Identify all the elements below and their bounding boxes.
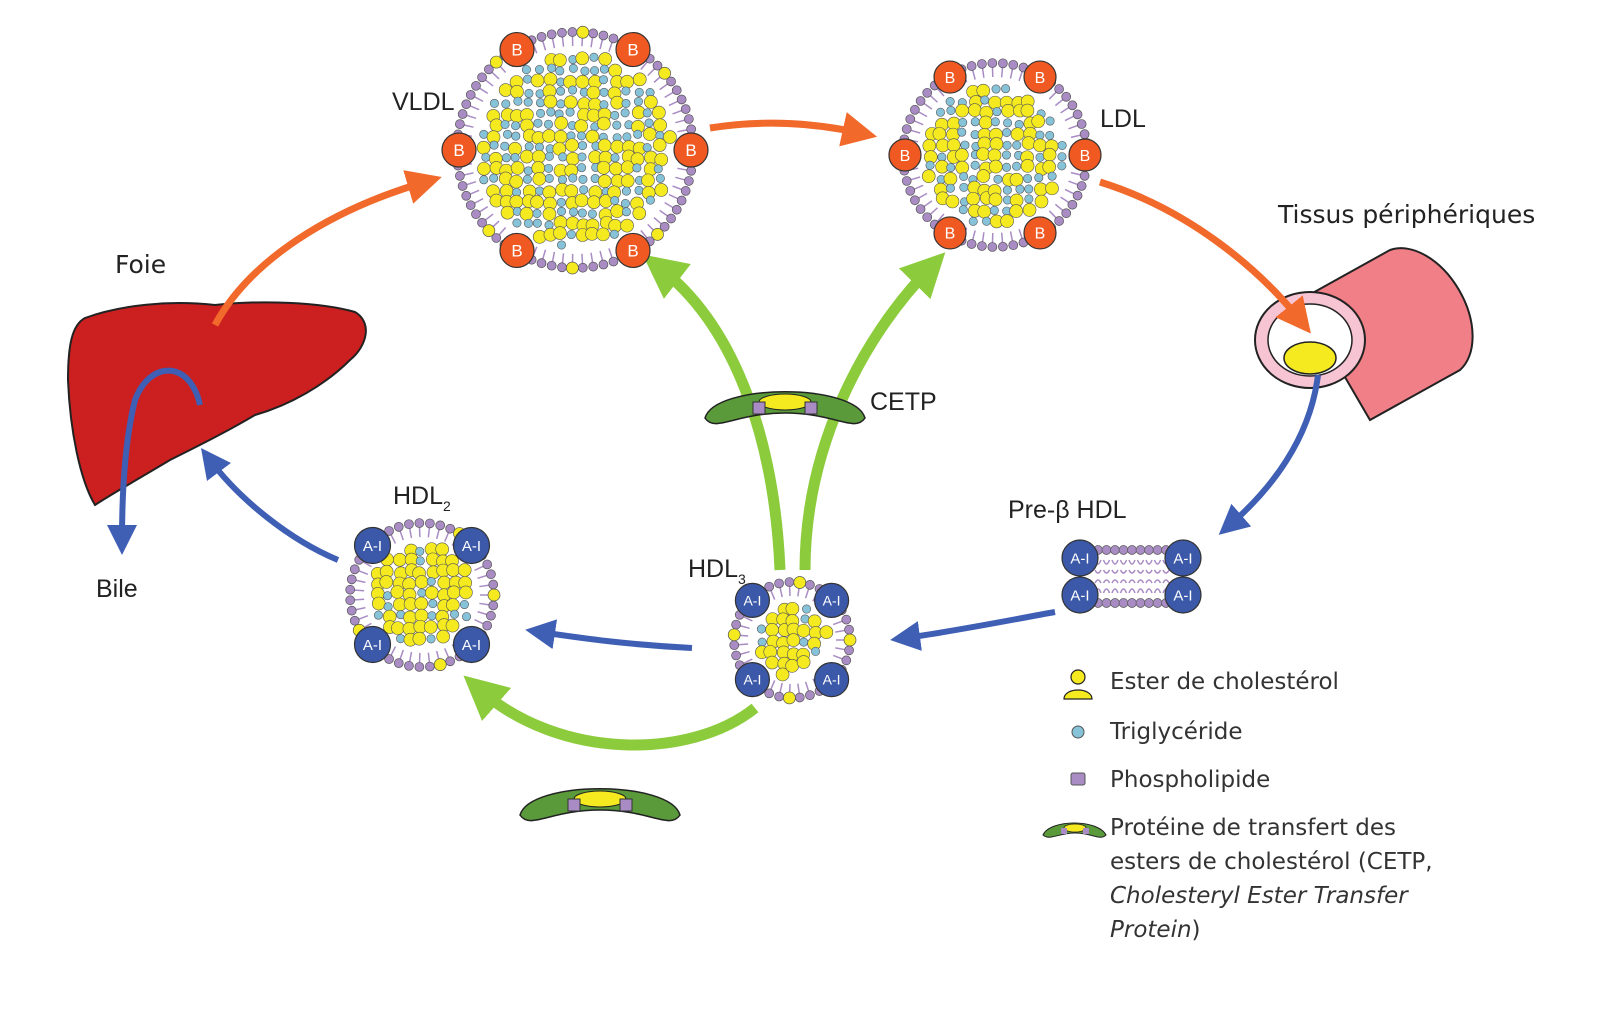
legend-label-triglyceride: Triglycéride [1110,715,1243,749]
vldl-particle-apo-1: B [616,33,650,67]
prebeta-hdl-label: Pre-β HDL [1008,496,1127,525]
liver-shape [68,302,366,505]
arrow-hdl3-to-hdl2 [540,632,692,648]
bile-label: Bile [96,575,138,604]
vldl-particle-apo-4-label: B [453,141,464,160]
vldl-particle-apo-2-label: B [511,41,522,60]
prebeta-hdl-particle: A-I A-I A-I A-I [1062,540,1201,613]
ldl-particle: B B B B B B [889,59,1101,252]
ldl-particle-apo-1: B [1024,61,1056,93]
prebeta-hdl-apo-4-label: A-I [1173,587,1192,604]
vldl-label: VLDL [392,88,455,117]
vldl-particle-apo-4: B [442,133,476,167]
vldl-particle-apo-1-label: B [627,41,638,60]
vldl-particle-apo-5: B [616,233,650,267]
prebeta-hdl-apo-3-label: A-I [1070,587,1089,604]
legend-label-cetp-line2: esters de cholestérol (CETP, [1110,845,1433,879]
ldl-particle-apo-5-label: B [1035,226,1046,243]
arrow-tissues-to-prebeta [1230,375,1318,525]
ldl-particle-apo-2: B [934,61,966,93]
legend-label-cetp-line3: Cholesteryl Ester Transfer [1110,883,1408,909]
vldl-particle-apo-6-label: B [511,242,522,261]
arrow-hdl2-to-liver [210,460,338,560]
hdl2-particle-apo-1: A-I [453,528,489,564]
ldl-label: LDL [1100,105,1146,134]
ldl-particle-apo-3-label: B [1080,148,1091,165]
vldl-particle-apo-5-label: B [627,242,638,261]
arrow-prebeta-to-hdl3 [905,612,1055,638]
prebeta-hdl-apo-1-label: A-I [1070,550,1089,567]
arrow-vldl-to-ldl [710,123,860,133]
vldl-particle-apo-3-label: B [685,141,696,160]
ldl-particle-apo-4: B [889,139,921,171]
vldl-particle: B B B B B B [442,26,708,274]
hdl3-label-sub: 3 [738,571,746,587]
legend-label-phospholipid: Phospholipide [1110,763,1270,797]
prebeta-hdl-apo-2-label: A-I [1173,550,1192,567]
hdl3-particle-apo-4: A-I [735,663,769,697]
arrow-hdl3-to-ldl [805,268,930,570]
arrow-hdl3-to-hdl2-cetp [480,690,755,745]
hdl3-particle-apo-4-label: A-I [743,672,761,688]
legend-item-cholesterol-ester: Ester de cholestérol [1040,665,1339,705]
legend-item-triglyceride: Triglycéride [1040,715,1243,755]
hdl2-label-sub: 2 [443,498,451,514]
hdl3-particle-apo-1: A-I [815,583,849,617]
cholesterol-ester-icon [1040,665,1100,705]
prebeta-hdl-apo-1: A-I [1062,540,1098,576]
blood-vessel [1255,248,1473,420]
tissues-label: Tissus périphériques [1278,200,1535,229]
legend-label-cetp-line4-italic: Protein [1110,917,1192,943]
triglyceride-icon [1040,715,1100,755]
hdl3-particle-apo-2: A-I [735,583,769,617]
hdl3-particle-apo-2-label: A-I [743,592,761,608]
hdl2-particle-apo-3: A-I [453,626,489,662]
vldl-particle-apo-3: B [674,133,708,167]
ldl-particle-apo-4-label: B [900,148,911,165]
arrow-ldl-to-tissues [1100,182,1300,320]
ldl-particle-apo-3: B [1069,139,1101,171]
hdl2-particle-apo-4-label: A-I [363,637,382,654]
prebeta-hdl-apo-4: A-I [1165,577,1201,613]
cetp-label: CETP [870,388,937,417]
hdl2-label: HDL2 [393,482,451,511]
ldl-particle-apo-2-label: B [945,70,956,87]
phospholipid-icon [1040,763,1100,803]
hdl3-particle-apo-1-label: A-I [823,592,841,608]
hdl3-particle-apo-3-label: A-I [823,672,841,688]
cetp-protein-icon [1040,811,1110,851]
cetp-protein-lower [520,789,680,821]
legend-label-cholesterol-ester: Ester de cholestérol [1110,665,1339,699]
legend-label-cetp-line4-end: ) [1192,917,1201,943]
ldl-particle-apo-1-label: B [1035,70,1046,87]
ldl-particle-apo-6: B [934,217,966,249]
hdl2-particle-apo-1-label: A-I [462,538,481,555]
legend-item-cetp: Protéine de transfert des esters de chol… [1040,811,1433,947]
vldl-particle-apo-6: B [500,233,534,267]
prebeta-hdl-apo-3: A-I [1062,577,1098,613]
ldl-particle-apo-5: B [1024,217,1056,249]
liver-label: Foie [115,250,166,279]
hdl3-label-main: HDL [688,555,738,583]
hdl2-particle-apo-2: A-I [355,528,391,564]
hdl2-label-main: HDL [393,482,443,510]
hdl2-particle-apo-4: A-I [355,626,391,662]
vldl-particle-apo-2: B [500,33,534,67]
legend-label-cetp-line1: Protéine de transfert des [1110,811,1433,845]
ldl-particle-apo-6-label: B [945,226,956,243]
legend-item-phospholipid: Phospholipide [1040,763,1270,803]
hdl2-particle-apo-2-label: A-I [363,538,382,555]
hdl2-particle: A-I A-I A-I A-I [346,519,500,672]
hdl3-particle: A-I A-I A-I A-I [728,577,856,704]
hdl3-label: HDL3 [688,555,746,584]
hdl3-particle-apo-3: A-I [815,663,849,697]
prebeta-hdl-apo-2: A-I [1165,540,1201,576]
hdl2-particle-apo-3-label: A-I [462,637,481,654]
